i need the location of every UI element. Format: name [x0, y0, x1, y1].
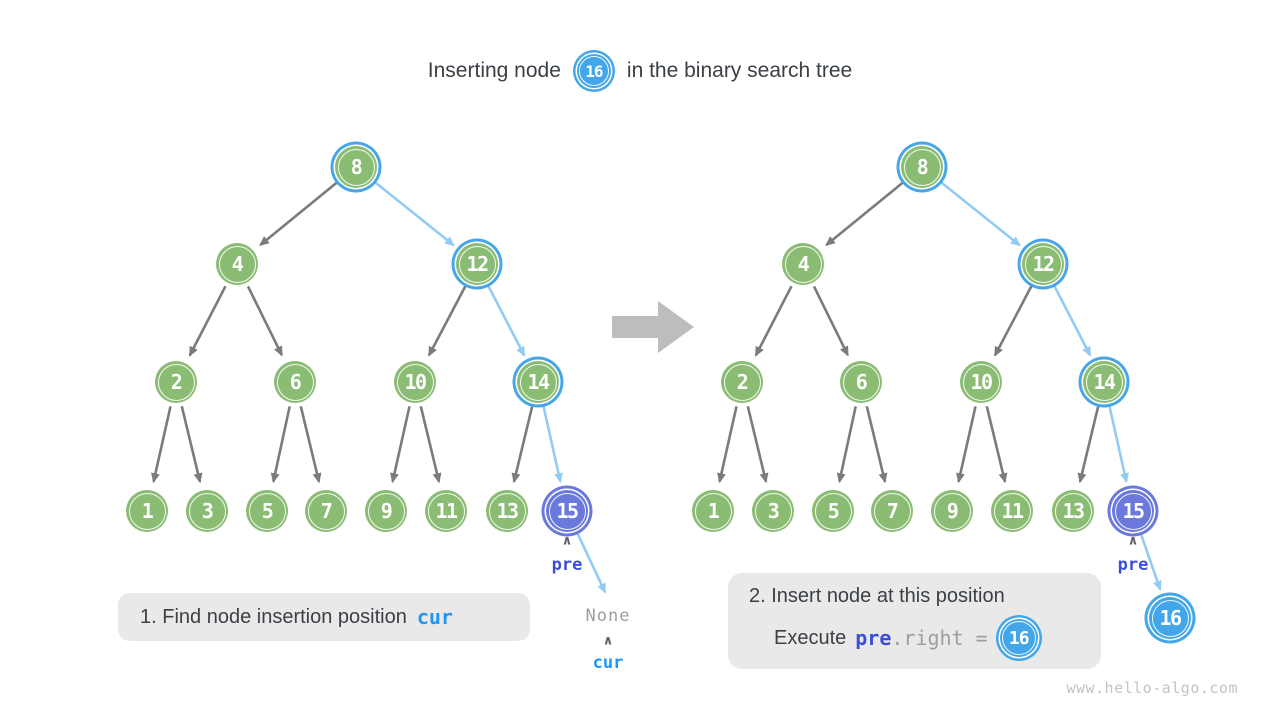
caption-step2-line1: 2. Insert node at this position	[749, 584, 1005, 607]
tree-edge-10-9	[956, 406, 977, 484]
tree-node-13: 13	[1052, 490, 1094, 532]
cur-label: cur	[592, 653, 624, 673]
tree-edge-6-7	[299, 405, 322, 484]
tree-node-16: 16	[1149, 597, 1191, 639]
tree-edge-12-10	[427, 285, 467, 357]
tree-node-4: 4	[216, 243, 258, 285]
tree-edge-14-13	[1077, 405, 1100, 484]
tree-node-12: 12	[1022, 243, 1064, 285]
tree-edge-4-6	[246, 285, 283, 357]
caption-step1-text: 1. Find node insertion position	[140, 605, 407, 628]
tree-node-11: 11	[991, 490, 1033, 532]
caret-up-icon: ∧	[561, 533, 573, 549]
tree-node-3: 3	[186, 490, 228, 532]
tree-edge-8-12	[374, 181, 455, 247]
tree-node-2: 2	[721, 361, 763, 403]
tree-edge-6-5	[270, 406, 291, 484]
tree-edge-14-13	[511, 405, 534, 484]
caret-up-icon: ∧	[1127, 533, 1139, 549]
tree-node-9: 9	[931, 490, 973, 532]
tree-node-12: 12	[456, 243, 498, 285]
tree-edge-12-10	[993, 285, 1033, 357]
caption-step2-code-pre: pre	[855, 626, 892, 651]
tree-node-14: 14	[517, 361, 559, 403]
tree-edge-8-12	[940, 181, 1021, 247]
tree-node-14: 14	[1083, 361, 1125, 403]
tree-edge-12-14	[487, 285, 526, 357]
node-badge-16: 16	[999, 619, 1038, 658]
badge-value: 16	[1008, 627, 1030, 649]
node-badge-16: 16	[576, 54, 611, 88]
pre-label: pre	[551, 555, 583, 575]
tree-node-2: 2	[155, 361, 197, 403]
tree-node-4: 4	[782, 243, 824, 285]
tree-node-8: 8	[901, 146, 943, 188]
tree-node-15: 15	[1112, 490, 1154, 532]
tree-edge-15-none-pt	[576, 533, 607, 594]
title-text-before: Inserting node	[427, 59, 561, 82]
tree-edge-2-1	[717, 406, 738, 484]
tree-node-7: 7	[305, 490, 347, 532]
tree-edge-8-4	[259, 181, 338, 247]
tree-node-6: 6	[840, 361, 882, 403]
caption-step1: 1. Find node insertion position cur	[118, 593, 530, 641]
tree-edge-10-11	[985, 405, 1008, 484]
tree-edge-4-2	[188, 285, 227, 357]
caption-step2-prefix: Execute	[774, 626, 847, 649]
tree-edge-6-5	[836, 406, 857, 484]
caption-step1-code-cur: cur	[416, 605, 453, 629]
none-label: None	[585, 606, 631, 626]
tree-node-11: 11	[425, 490, 467, 532]
tree-edge-14-15	[542, 406, 563, 484]
tree-edge-10-11	[419, 405, 442, 484]
tree-node-1: 1	[692, 490, 734, 532]
tree-node-9: 9	[365, 490, 407, 532]
pre-label: pre	[1117, 555, 1149, 575]
tree-edge-2-3	[180, 405, 203, 484]
tree-node-5: 5	[246, 490, 288, 532]
tree-node-10: 10	[394, 361, 436, 403]
tree-edge-4-6	[812, 285, 849, 357]
tree-node-6: 6	[274, 361, 316, 403]
tree-node-7: 7	[871, 490, 913, 532]
tree-node-8: 8	[335, 146, 377, 188]
transition-arrow-icon	[612, 301, 694, 353]
tree-node-1: 1	[126, 490, 168, 532]
diagram-title: Inserting node 16 in the binary search t…	[0, 48, 1280, 94]
caret-up-icon: ∧	[602, 633, 614, 649]
tree-node-13: 13	[486, 490, 528, 532]
caption-step2-line2: Execute pre .right = 16	[749, 619, 1101, 658]
watermark: www.hello-algo.com	[1066, 679, 1238, 697]
tree-node-5: 5	[812, 490, 854, 532]
tree-node-3: 3	[752, 490, 794, 532]
tree-node-10: 10	[960, 361, 1002, 403]
tree-edge-2-1	[151, 406, 172, 484]
caption-step2-code-rest: .right =	[891, 626, 988, 651]
tree-edge-6-7	[865, 405, 888, 484]
tree-edge-4-2	[754, 285, 793, 357]
tree-edge-14-15	[1108, 406, 1129, 484]
tree-edge-10-9	[390, 406, 411, 484]
caption-step2: 2. Insert node at this position Execute …	[728, 573, 1101, 669]
tree-edge-12-14	[1053, 285, 1092, 357]
tree-edge-8-4	[825, 181, 904, 247]
tree-edge-2-3	[746, 405, 769, 484]
title-text-after: in the binary search tree	[626, 59, 853, 82]
tree-node-15: 15	[546, 490, 588, 532]
tree-edge-15-16	[1139, 534, 1162, 592]
